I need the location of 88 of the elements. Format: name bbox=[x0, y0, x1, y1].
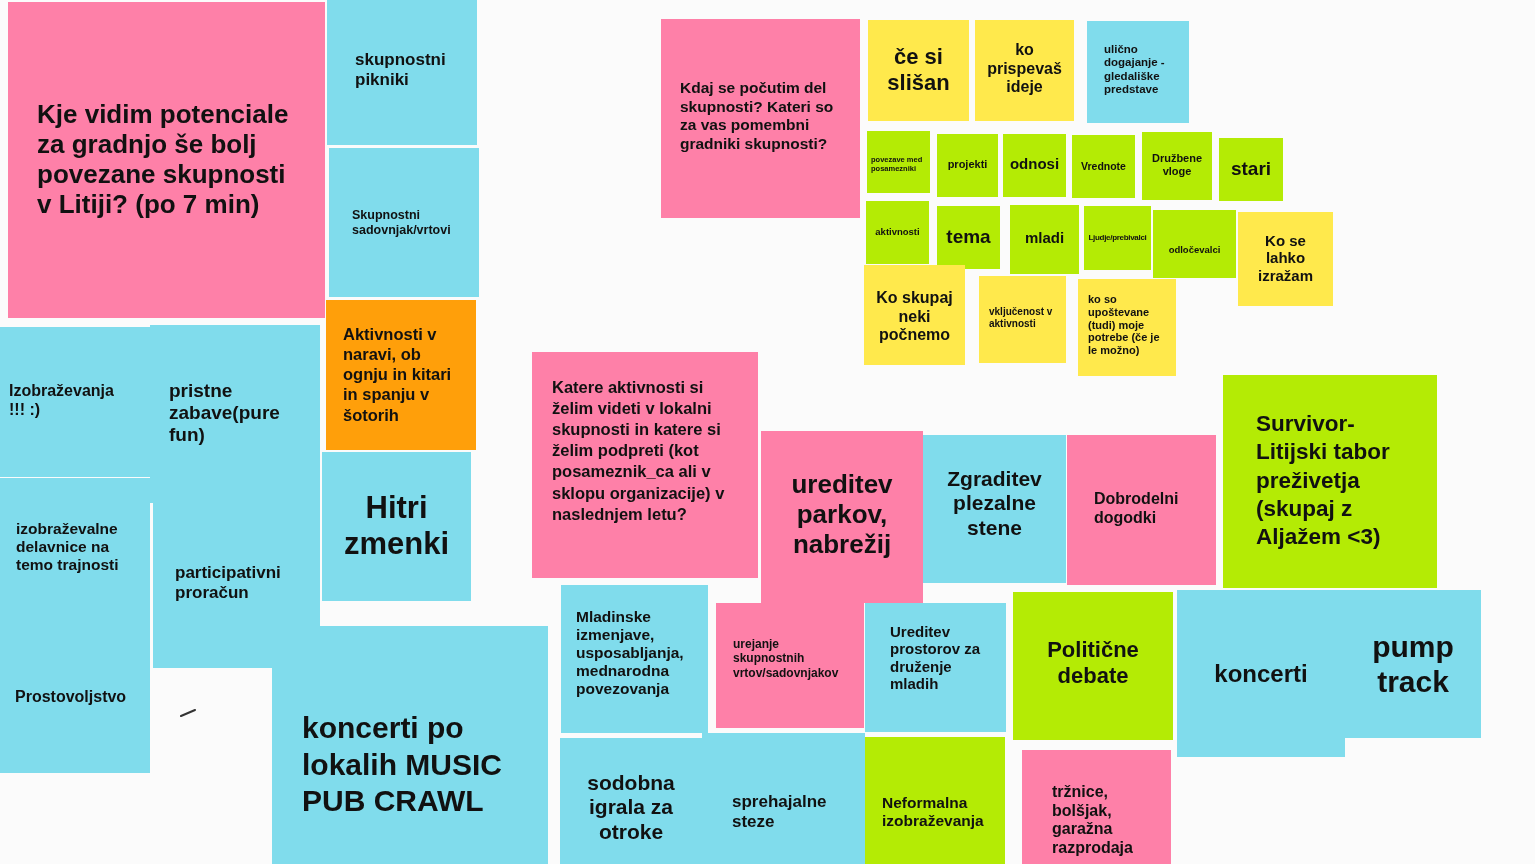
sticky-note bbox=[1142, 132, 1212, 200]
note-text: ko so upoštevane (tudi) moje potrebe (če je le možno) bbox=[1088, 293, 1161, 357]
sticky-note bbox=[867, 131, 930, 193]
sticky-note bbox=[1084, 206, 1151, 270]
sticky-note bbox=[761, 431, 923, 603]
note-text: če si slišan bbox=[886, 44, 951, 96]
note-text: koncerti bbox=[1213, 660, 1309, 688]
note-text: Družbene vloge bbox=[1150, 152, 1204, 178]
sticky-note bbox=[329, 148, 479, 297]
sticky-note bbox=[1345, 590, 1481, 738]
note-text: skupnostni pikniki bbox=[355, 50, 447, 90]
note-text: Izobraževanja !!! :) bbox=[9, 382, 115, 420]
sticky-note bbox=[975, 20, 1074, 121]
sticky-note bbox=[937, 206, 1000, 269]
note-text: stari bbox=[1229, 158, 1273, 181]
note-text: Skupnostni sadovnjak/vrtovi bbox=[352, 208, 452, 237]
sticky-note bbox=[153, 503, 320, 668]
note-text: tržnice, bolšjak, garažna razprodaja bbox=[1052, 783, 1134, 858]
note-text: pump track bbox=[1371, 630, 1455, 700]
sticky-note bbox=[1153, 210, 1236, 278]
sticky-note bbox=[864, 265, 965, 365]
note-text: izobraževalne delavnice na temo trajnosti bbox=[16, 520, 120, 574]
note-text: tema bbox=[945, 226, 992, 249]
note-text: ureditev parkov, nabrežij bbox=[790, 469, 894, 560]
sticky-note bbox=[865, 737, 1005, 864]
sticky-note bbox=[923, 435, 1066, 583]
sticky-note bbox=[866, 201, 929, 264]
sticky-note bbox=[979, 276, 1066, 363]
sticky-note bbox=[1078, 279, 1176, 376]
note-text: Aktivnosti v naravi, ob ognju in kitari in spanju v šotorih bbox=[343, 324, 453, 425]
sticky-note bbox=[327, 0, 477, 145]
sticky-note bbox=[322, 452, 471, 601]
sticky-note bbox=[8, 2, 325, 318]
sticky-note bbox=[1223, 375, 1437, 588]
sticky-note bbox=[868, 20, 969, 121]
note-text: Ureditev prostorov za druženje mladih bbox=[890, 623, 981, 693]
note-text: koncerti po lokalih MUSIC PUB CRAWL bbox=[302, 710, 504, 820]
sticky-note bbox=[561, 585, 708, 733]
note-text: pristne zabave(pure fun) bbox=[169, 380, 281, 447]
note-text: Kdaj se počutim del skupnosti? Kateri so za vas pomembni gradniki skupnosti? bbox=[680, 79, 835, 154]
note-text: participativni proračun bbox=[175, 563, 282, 603]
sticky-note bbox=[1072, 135, 1135, 198]
sticky-note bbox=[0, 626, 150, 773]
sticky-note bbox=[326, 300, 476, 450]
note-text: urejanje skupnostnih vrtov/sadovnjakov bbox=[733, 637, 840, 681]
sticky-note bbox=[1177, 590, 1345, 757]
sticky-note bbox=[1238, 212, 1333, 306]
sticky-note bbox=[937, 134, 998, 197]
note-text: Ko se lahko izražam bbox=[1257, 232, 1314, 285]
note-text: Vrednote bbox=[1080, 160, 1127, 173]
note-text: Survivor-Litijski tabor preživetja (skupaj z Aljažem <3) bbox=[1256, 410, 1391, 552]
sticky-note bbox=[1003, 134, 1066, 197]
note-text: aktivnosti bbox=[874, 226, 921, 237]
note-text: Katere aktivnosti si želim videti v lokalni skupnosti in katere si želim podpreti (kot posameznik_ca ali v sklopu organizacije) v naslednjem letu? bbox=[552, 377, 726, 525]
note-text: ulično dogajanje - gledališke predstave bbox=[1104, 43, 1166, 97]
note-text: Dobrodelni dogodki bbox=[1094, 490, 1180, 528]
sticky-note bbox=[1219, 138, 1283, 201]
sticky-note bbox=[0, 327, 150, 477]
sticky-note bbox=[1010, 205, 1079, 274]
note-text: sprehajalne steze bbox=[732, 792, 828, 832]
note-text: odnosi bbox=[1008, 155, 1061, 173]
note-text: vključenost v aktivnosti bbox=[989, 306, 1054, 330]
note-text: Neformalna izobraževanja bbox=[882, 794, 985, 830]
note-text: Prostovoljstvo bbox=[15, 688, 128, 707]
sticky-note bbox=[1013, 592, 1173, 740]
note-text: Kje vidim potenciale za gradnjo še bolj povezane skupnosti v Litiji? (po 7 min) bbox=[37, 100, 290, 220]
sticky-note bbox=[1067, 435, 1216, 585]
sticky-note bbox=[716, 603, 864, 728]
sticky-note bbox=[661, 19, 860, 218]
note-text: ko prispevaš ideje bbox=[986, 41, 1063, 97]
note-text: sodobna igrala za otroke bbox=[586, 771, 676, 845]
note-text: Zgraditev plezalne stene bbox=[946, 467, 1043, 541]
note-text: Ljudje/prebivalci bbox=[1087, 233, 1148, 243]
note-text: mladi bbox=[1023, 229, 1066, 247]
sticky-note bbox=[1087, 21, 1189, 123]
note-text: projekti bbox=[946, 158, 989, 171]
sticky-note bbox=[532, 352, 758, 578]
sticky-note bbox=[272, 626, 548, 864]
note-text: odločevalci bbox=[1167, 244, 1222, 255]
sticky-note bbox=[560, 738, 702, 864]
note-text: Ko skupaj neki počnemo bbox=[875, 289, 954, 345]
sticky-note bbox=[0, 478, 150, 626]
sticky-note bbox=[1022, 750, 1171, 864]
note-text: Politične debate bbox=[1046, 637, 1140, 689]
sticky-note bbox=[702, 733, 865, 864]
sticky-note bbox=[865, 603, 1006, 732]
note-text: Mladinske izmenjave, usposabljanja, mednarodna povezovanja bbox=[576, 608, 685, 698]
note-text: Hitri zmenki bbox=[342, 490, 451, 562]
